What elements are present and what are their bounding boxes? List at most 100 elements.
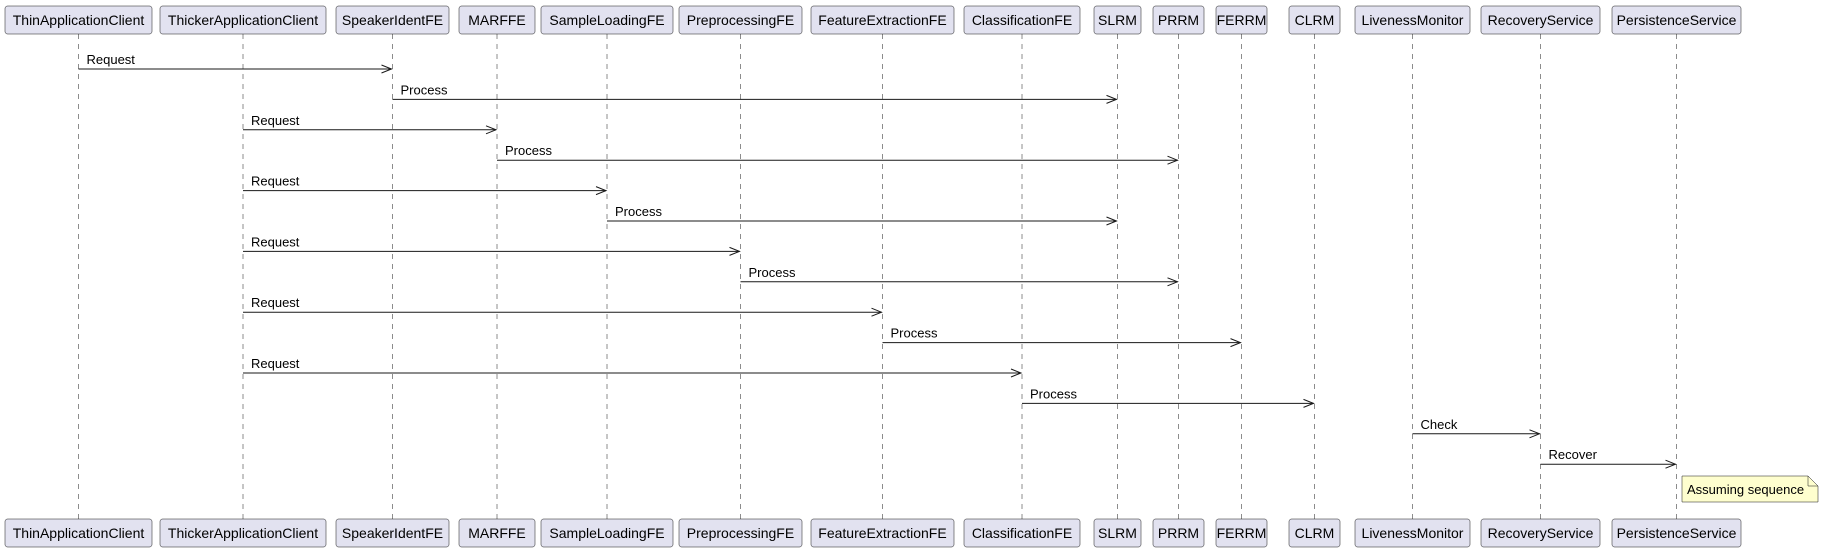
participant-top-prrm: PRRM: [1152, 5, 1205, 35]
arrowhead: [485, 125, 498, 135]
participant-label: MARFFE: [468, 525, 526, 541]
message-label: Request: [251, 174, 300, 189]
participant-label: MARFFE: [468, 12, 526, 28]
participant-box: [1611, 5, 1742, 35]
participant-box: [1288, 518, 1341, 548]
participant-label: CLRM: [1295, 12, 1335, 28]
note-box: [1681, 475, 1819, 503]
participant-top-slrm: SLRM: [1093, 5, 1142, 35]
message-arrow: Request: [243, 174, 608, 196]
message-label: Request: [251, 113, 300, 128]
participant-box: [4, 5, 153, 35]
arrowhead: [1167, 277, 1179, 287]
participant-box: [1288, 5, 1341, 35]
participant-box: [1152, 5, 1205, 35]
arrowhead: [1665, 459, 1677, 469]
message-label: Process: [505, 143, 552, 158]
participant-bottom-sampleloadingfe: SampleLoadingFE: [540, 518, 674, 548]
participant-label: PreprocessingFE: [687, 12, 794, 28]
message-arrow: Process: [497, 143, 1179, 165]
participant-box: [159, 5, 327, 35]
message-arrow: Check: [1412, 417, 1541, 439]
participant-label: PersistenceService: [1617, 12, 1737, 28]
participant-box: [540, 5, 674, 35]
participant-label: SampleLoadingFE: [549, 525, 664, 541]
participant-bottom-persistenceservice: PersistenceService: [1611, 518, 1742, 548]
message-arrow: Request: [243, 295, 883, 317]
participant-label: SLRM: [1098, 525, 1137, 541]
note-fold: [1807, 476, 1818, 487]
participant-box: [1215, 518, 1268, 548]
participant-label: FeatureExtractionFE: [818, 12, 946, 28]
message-arrow: Process: [882, 326, 1242, 348]
participant-bottom-ferrm: FERRM: [1215, 518, 1268, 548]
participant-label: SampleLoadingFE: [549, 12, 664, 28]
participant-top-featureextractionfe: FeatureExtractionFE: [810, 5, 955, 35]
participant-top-ferrm: FERRM: [1215, 5, 1268, 35]
participant-box: [458, 5, 536, 35]
participant-box: [4, 518, 153, 548]
participant-box: [540, 518, 674, 548]
message-label: Request: [251, 356, 300, 371]
participant-box: [810, 518, 955, 548]
message-label: Request: [87, 52, 136, 67]
arrowhead: [1167, 155, 1179, 165]
message-label: Process: [401, 82, 448, 97]
participant-bottom-preprocessingfe: PreprocessingFE: [678, 518, 803, 548]
participant-bottom-clrm: CLRM: [1288, 518, 1341, 548]
participant-label: ThickerApplicationClient: [168, 12, 318, 28]
arrowhead: [381, 64, 393, 74]
participant-bottom-classificationfe: ClassificationFE: [963, 518, 1081, 548]
participant-bottom-speakeridentfe: SpeakerIdentFE: [335, 518, 450, 548]
participant-label: SLRM: [1098, 12, 1137, 28]
participant-box: [159, 518, 327, 548]
arrowhead: [1230, 338, 1242, 348]
arrowhead: [1529, 429, 1541, 439]
participant-label: FeatureExtractionFE: [818, 525, 946, 541]
participant-top-classificationfe: ClassificationFE: [963, 5, 1081, 35]
participant-box: [1215, 5, 1268, 35]
participant-bottom-recoveryservice: RecoveryService: [1480, 518, 1601, 548]
arrowhead: [729, 246, 741, 256]
participant-bottom-livenessmonitor: LivenessMonitor: [1354, 518, 1471, 548]
participant-box: [1611, 518, 1742, 548]
participant-box: [1152, 518, 1205, 548]
participant-label: ClassificationFE: [972, 12, 1072, 28]
participant-box: [1354, 518, 1471, 548]
participant-bottom-thinapplicationclient: ThinApplicationClient: [4, 518, 153, 548]
arrowhead: [1303, 398, 1315, 408]
participant-bottom-featureextractionfe: FeatureExtractionFE: [810, 518, 955, 548]
message-label: Check: [1421, 417, 1458, 432]
participant-box: [1354, 5, 1471, 35]
participant-box: [678, 5, 803, 35]
participant-top-recoveryservice: RecoveryService: [1480, 5, 1601, 35]
participant-top-preprocessingfe: PreprocessingFE: [678, 5, 803, 35]
participant-label: ClassificationFE: [972, 525, 1072, 541]
participant-top-marffe: MARFFE: [458, 5, 536, 35]
participant-top-speakeridentfe: SpeakerIdentFE: [335, 5, 450, 35]
participant-label: ThickerApplicationClient: [168, 525, 318, 541]
participant-top-persistenceservice: PersistenceService: [1611, 5, 1742, 35]
message-label: Process: [1030, 386, 1077, 401]
participant-top-livenessmonitor: LivenessMonitor: [1354, 5, 1471, 35]
arrowhead: [871, 307, 883, 317]
participant-box: [1093, 5, 1142, 35]
participant-label: FERRM: [1217, 12, 1267, 28]
participant-box: [810, 5, 955, 35]
participant-label: LivenessMonitor: [1362, 12, 1464, 28]
message-arrow: Recover: [1540, 447, 1677, 469]
message-label: Process: [615, 204, 662, 219]
arrowhead: [1010, 368, 1023, 378]
participant-box: [335, 518, 450, 548]
participant-label: FERRM: [1217, 525, 1267, 541]
participant-box: [963, 518, 1081, 548]
participant-label: LivenessMonitor: [1362, 525, 1464, 541]
participant-box: [678, 518, 803, 548]
note-text: Assuming sequence: [1687, 482, 1804, 497]
participant-label: PersistenceService: [1617, 525, 1737, 541]
participant-label: PRRM: [1158, 12, 1199, 28]
participant-box: [1480, 518, 1601, 548]
participant-box: [963, 5, 1081, 35]
participant-label: RecoveryService: [1488, 12, 1594, 28]
